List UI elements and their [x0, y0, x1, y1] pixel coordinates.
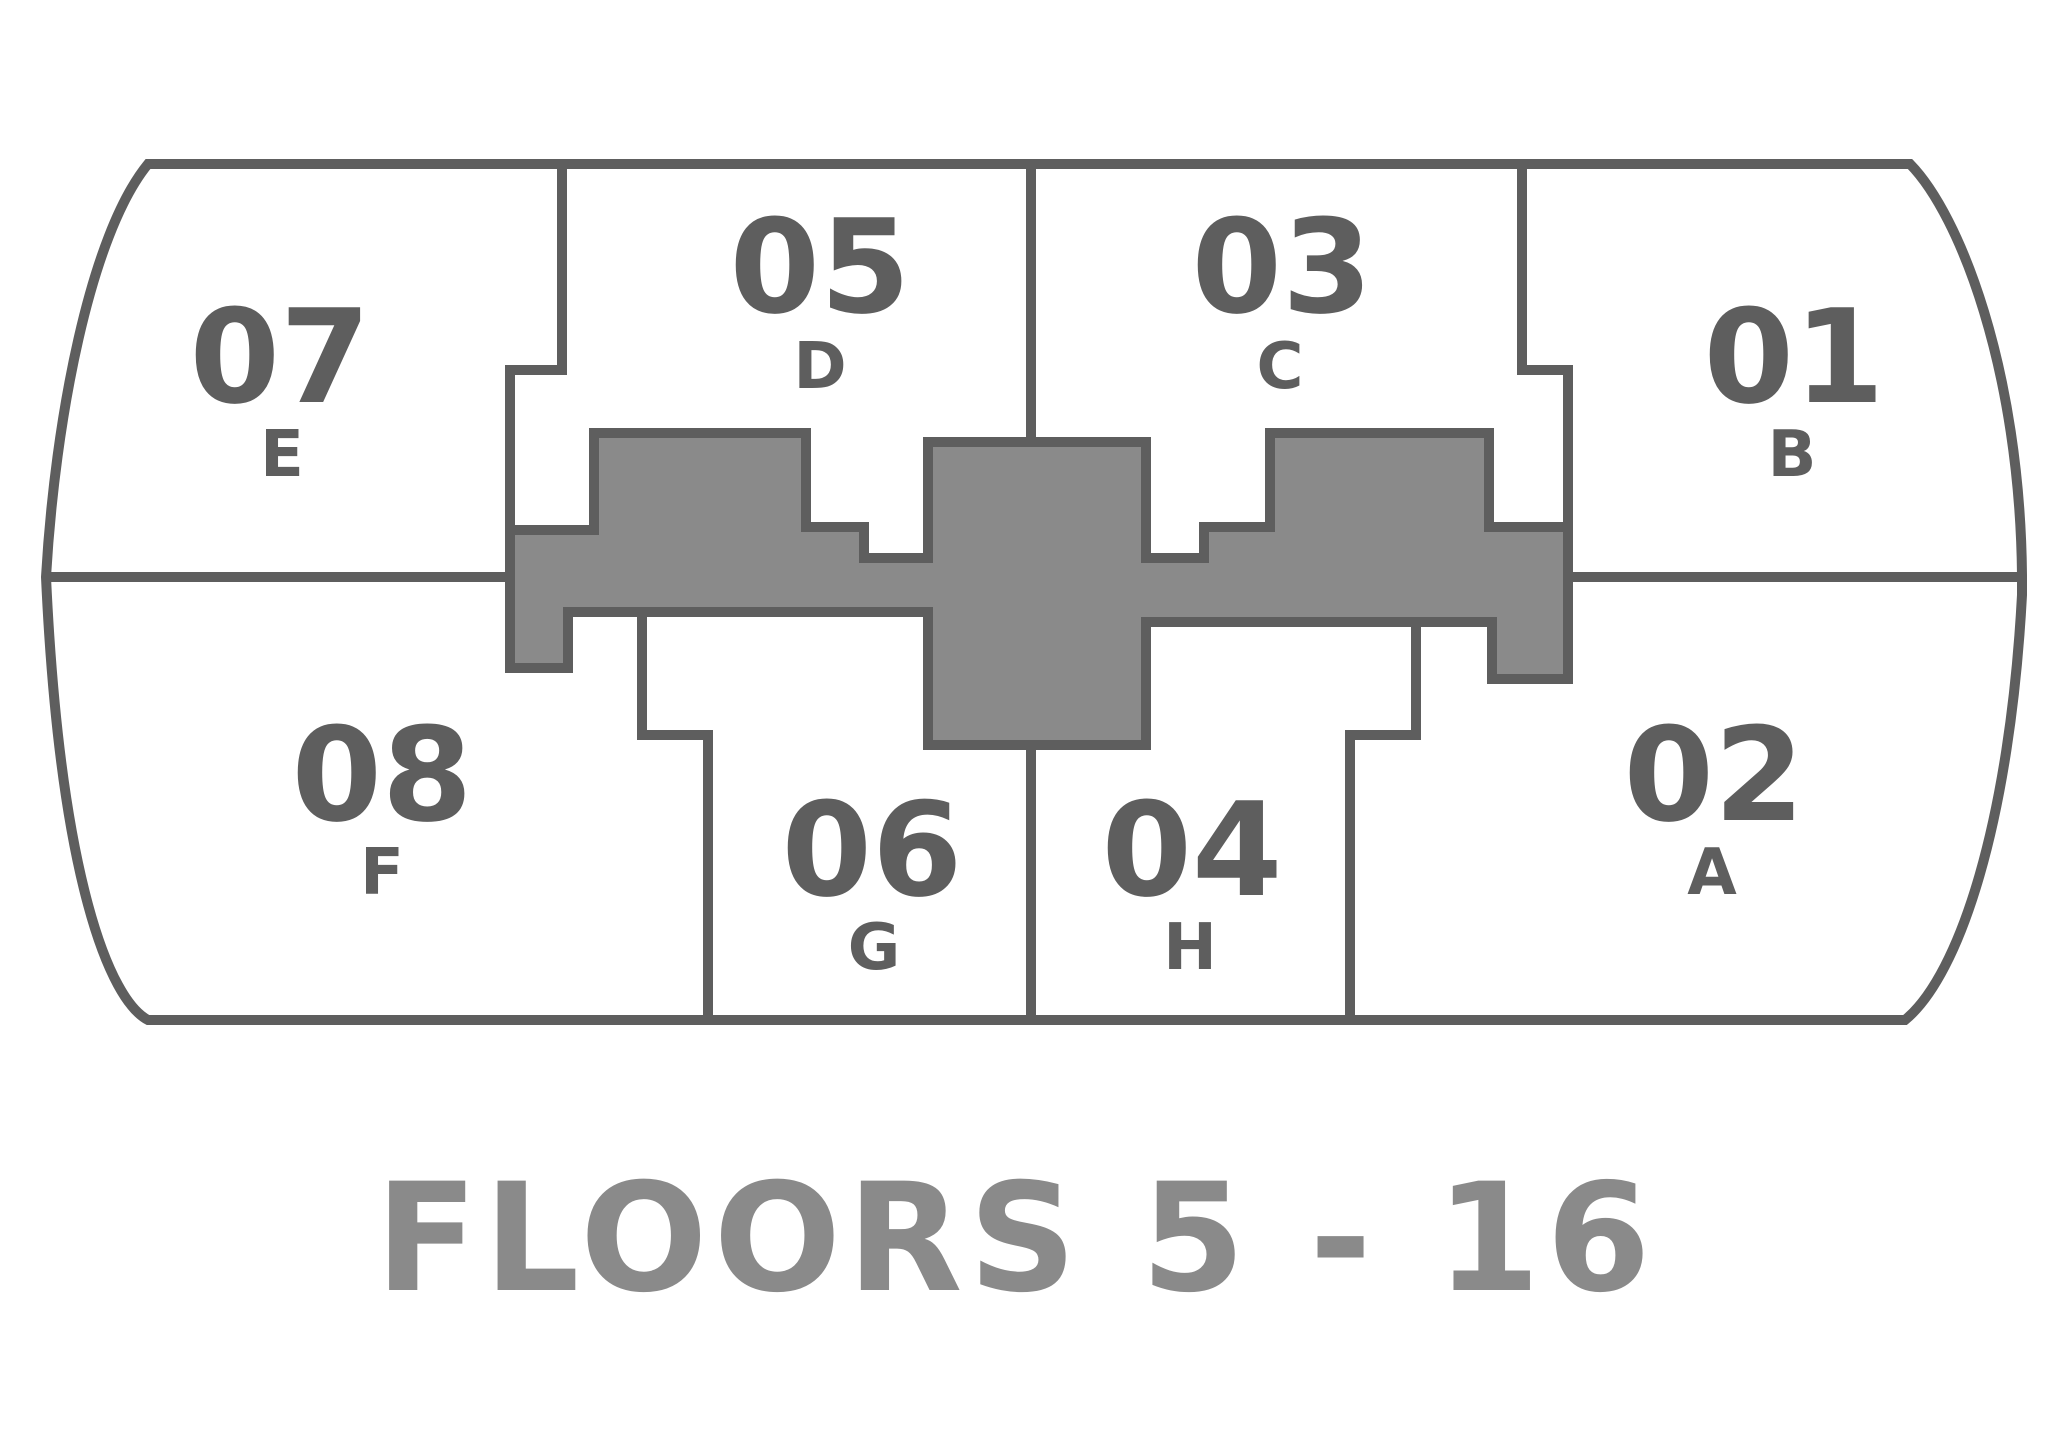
unit-04[interactable]: 04 H [1102, 774, 1283, 985]
partition-03-01 [1517, 164, 1573, 530]
unit-letter: B [1768, 418, 1817, 492]
unit-03[interactable]: 03 C [1192, 191, 1373, 404]
unit-07[interactable]: 07 E [190, 281, 371, 492]
unit-number: 04 [1102, 774, 1283, 926]
unit-letter: C [1257, 330, 1304, 404]
partition-04-02 [1345, 622, 1421, 1020]
unit-02[interactable]: 02 A [1624, 699, 1805, 910]
unit-01[interactable]: 01 B [1704, 281, 1885, 492]
unit-number: 02 [1624, 699, 1805, 851]
unit-letter: H [1163, 911, 1217, 985]
building-core [505, 428, 1573, 750]
unit-number: 05 [730, 191, 911, 343]
unit-letter: E [260, 418, 304, 492]
partition-07-05 [505, 164, 567, 530]
unit-number: 01 [1704, 281, 1885, 433]
unit-number: 03 [1192, 191, 1373, 343]
unit-letter: G [848, 911, 901, 985]
building-outline [40, 159, 2027, 1025]
unit-number: 07 [190, 281, 371, 433]
unit-08[interactable]: 08 F [292, 699, 473, 910]
unit-number: 06 [782, 774, 963, 926]
unit-letter: A [1687, 836, 1737, 910]
floors-caption: FLOORS 5 - 16 [375, 1152, 1656, 1326]
unit-number: 08 [292, 699, 473, 851]
unit-letter: F [360, 836, 404, 910]
partition-08-06 [637, 612, 713, 1020]
unit-06[interactable]: 06 G [782, 774, 963, 985]
unit-05[interactable]: 05 D [730, 191, 911, 404]
unit-letter: D [793, 330, 846, 404]
